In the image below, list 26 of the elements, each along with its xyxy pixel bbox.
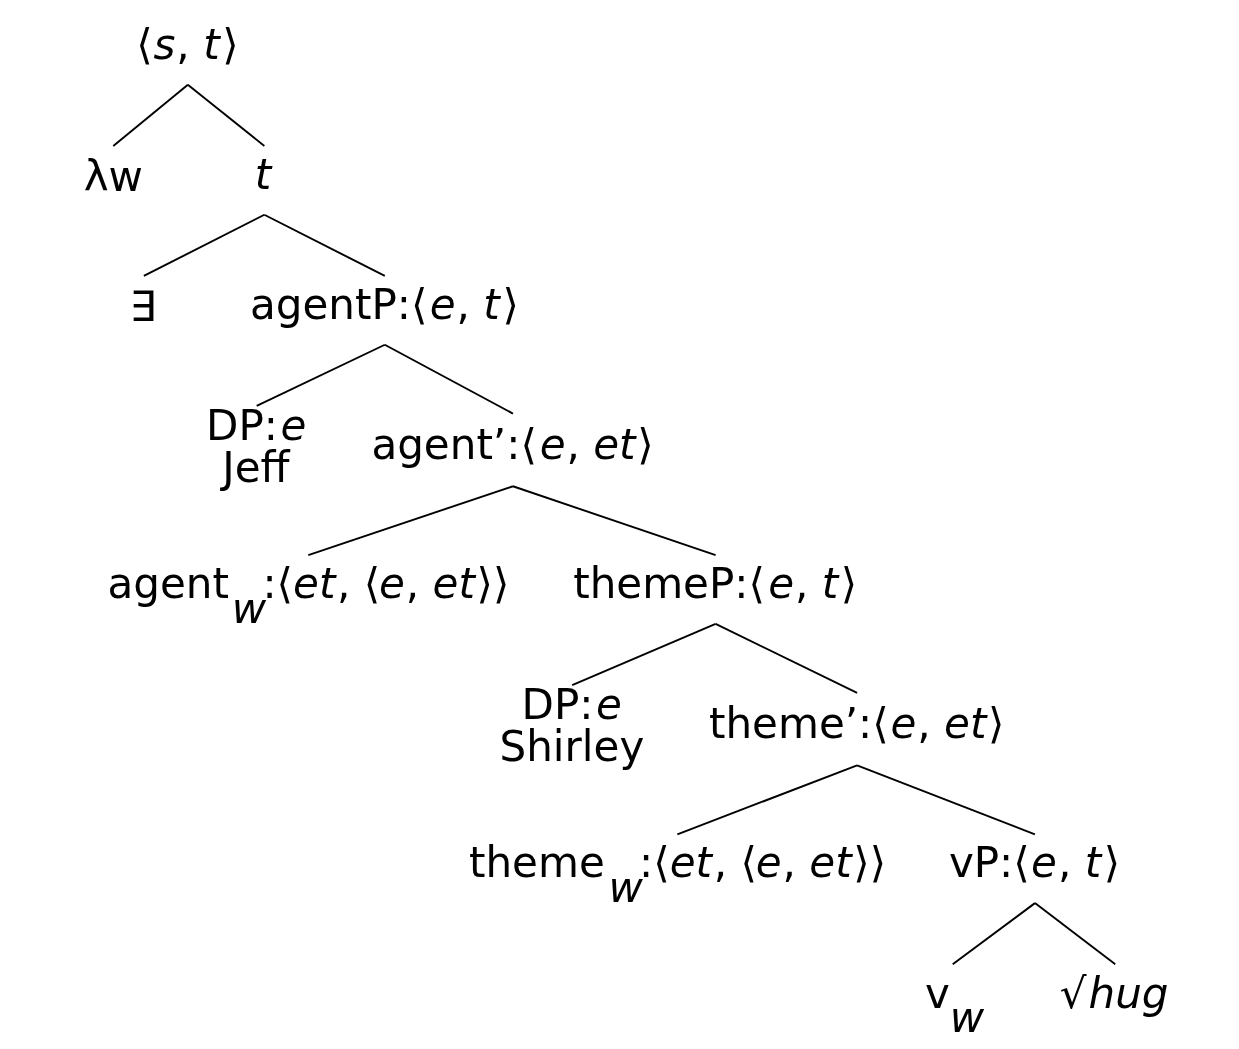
node-text: agent’:⟨e, et⟩ bbox=[370, 419, 654, 469]
node-text: t bbox=[254, 150, 271, 200]
connector bbox=[714, 622, 858, 694]
connector bbox=[855, 764, 1036, 836]
node-text: √hug bbox=[1059, 968, 1168, 1018]
node-text: agentP:⟨e, t⟩ bbox=[249, 280, 519, 330]
connector bbox=[951, 902, 1036, 966]
node-text: themeP:⟨e, t⟩ bbox=[572, 559, 857, 609]
connector bbox=[255, 343, 386, 407]
connector bbox=[675, 764, 858, 836]
node-text: vP:⟨e, t⟩ bbox=[948, 838, 1120, 888]
node-text: ⟨s, t⟩ bbox=[135, 20, 239, 70]
connector bbox=[186, 83, 265, 147]
connector bbox=[570, 622, 717, 687]
connector bbox=[383, 343, 514, 415]
connector bbox=[111, 83, 189, 147]
node-text: λw bbox=[83, 152, 143, 202]
connector bbox=[511, 485, 717, 557]
node-text: DP:e Shirley bbox=[499, 679, 644, 771]
connector bbox=[306, 485, 514, 557]
node-text: ∃ bbox=[129, 282, 156, 332]
node-text: theme’:⟨e, et⟩ bbox=[708, 698, 1004, 748]
node-text: DP:e Jeff bbox=[205, 400, 306, 492]
connector bbox=[262, 213, 386, 277]
connector bbox=[1033, 902, 1116, 966]
connector bbox=[142, 213, 265, 277]
